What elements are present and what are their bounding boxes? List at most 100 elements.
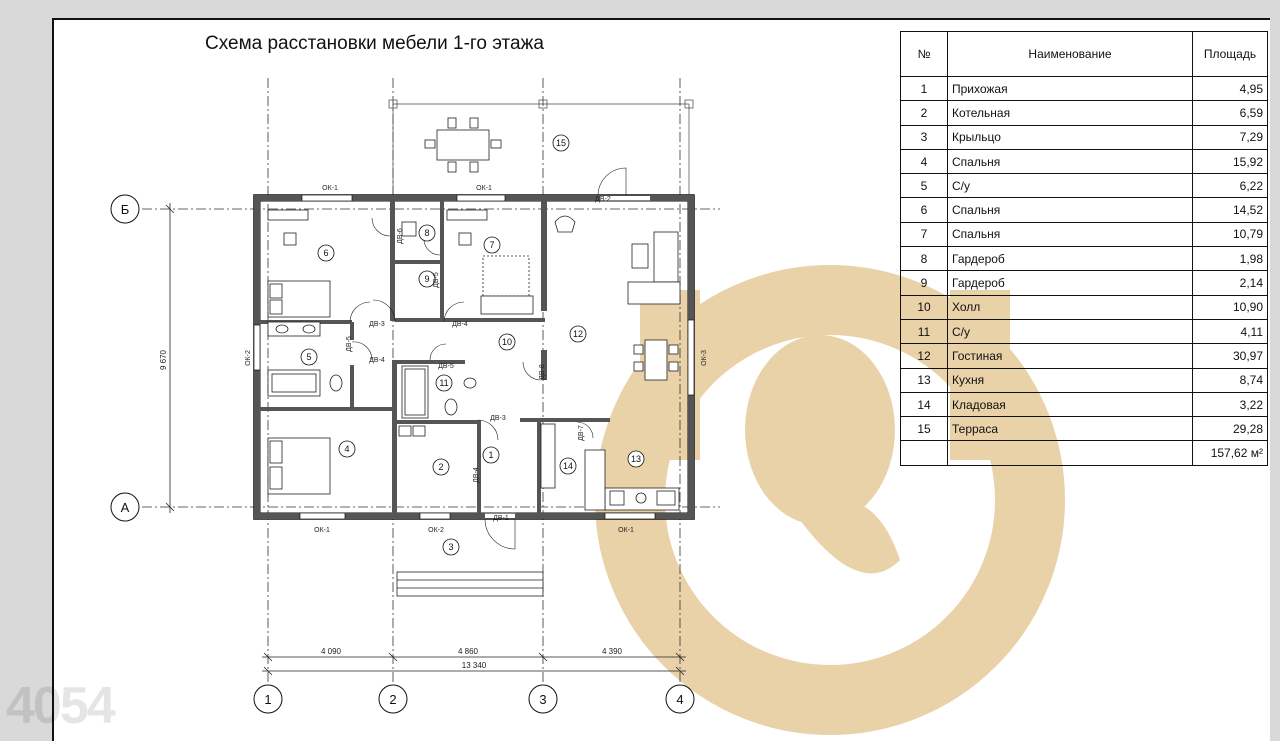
room-number-6: 6 <box>317 244 335 262</box>
room-name-cell: Прихожая <box>947 75 1193 102</box>
header-name: Наименование <box>947 31 1193 77</box>
room-number-9: 9 <box>418 270 436 288</box>
label-dv4-a: ДВ-4 <box>369 357 385 364</box>
room-area-cell: 14,52 <box>1192 197 1268 223</box>
room-number-4: 4 <box>338 440 356 458</box>
terrace-outline <box>388 99 694 195</box>
room-number-8: 8 <box>418 224 436 242</box>
windows <box>253 194 695 520</box>
room-area-cell: 6,59 <box>1192 100 1268 126</box>
svg-text:7: 7 <box>489 240 494 250</box>
label-ok3: ОК-3 <box>701 350 708 366</box>
label-dv2: ДВ-2 <box>595 196 611 203</box>
label-dv4-b: ДВ-4 <box>452 321 468 328</box>
room-number-cell: 6 <box>900 197 948 223</box>
furniture <box>267 209 681 597</box>
room-name-cell: С/у <box>947 173 1193 199</box>
room-number-cell: 14 <box>900 391 948 418</box>
room-number-cell: 10 <box>900 294 948 320</box>
total-area-cell: 157,62 м² <box>1192 440 1268 466</box>
room-name-cell: С/у <box>947 318 1193 345</box>
room-area-cell: 8,74 <box>1192 367 1268 393</box>
room-area-cell: 4,95 <box>1192 75 1268 102</box>
page-title: Схема расстановки мебели 1-го этажа <box>205 33 544 54</box>
room-number-10: 10 <box>498 333 516 351</box>
room-number-12: 12 <box>569 325 587 343</box>
room-name-cell: Кладовая <box>947 391 1193 418</box>
room-number-cell: 9 <box>900 270 948 296</box>
svg-text:4: 4 <box>344 444 349 454</box>
dim-2: 4 860 <box>458 647 479 656</box>
svg-text:6: 6 <box>323 248 328 258</box>
axis-bubble-3: 3 <box>528 684 558 714</box>
room-number-cell: 13 <box>900 367 948 393</box>
svg-text:1: 1 <box>264 692 271 707</box>
svg-text:3: 3 <box>539 692 546 707</box>
total-empty-cell <box>900 440 948 466</box>
room-area-cell: 6,22 <box>1192 173 1268 199</box>
svg-text:А: А <box>121 500 130 515</box>
room-name-cell: Гардероб <box>947 246 1193 272</box>
header-number: № <box>900 31 948 77</box>
room-area-cell: 3,22 <box>1192 391 1268 418</box>
svg-text:2: 2 <box>389 692 396 707</box>
svg-text:13: 13 <box>631 454 641 464</box>
room-number-cell: 12 <box>900 343 948 369</box>
label-dv1: ДВ-1 <box>493 515 509 522</box>
dim-height: 9 670 <box>159 349 168 370</box>
room-number-13: 13 <box>627 450 645 468</box>
room-number-cell: 11 <box>900 318 948 345</box>
room-number-cell: 3 <box>900 124 948 150</box>
svg-text:10: 10 <box>502 337 512 347</box>
room-name-cell: Котельная <box>947 100 1193 126</box>
interior-walls <box>260 201 610 513</box>
axis-bubble-4: 4 <box>665 684 695 714</box>
label-ok2-a: ОК-2 <box>245 350 252 366</box>
svg-text:Б: Б <box>121 202 130 217</box>
wall-fill <box>254 195 694 519</box>
room-area-cell: 10,90 <box>1192 294 1268 320</box>
room-number-cell: 1 <box>900 75 948 102</box>
svg-text:5: 5 <box>306 352 311 362</box>
room-name-cell: Кухня <box>947 367 1193 393</box>
room-name-cell: Гардероб <box>947 270 1193 296</box>
room-name-cell: Спальня <box>947 221 1193 248</box>
room-area-cell: 1,98 <box>1192 246 1268 272</box>
corner-watermark: 4054 <box>6 677 116 735</box>
label-ok2-b: ОК-2 <box>428 527 444 534</box>
svg-text:9: 9 <box>424 274 429 284</box>
label-dv4-c: ДВ-4 <box>473 467 480 483</box>
svg-text:15: 15 <box>556 138 566 148</box>
label-ok1-d: ОК-1 <box>618 527 634 534</box>
axis-bubble-a: А <box>110 492 140 522</box>
room-number-cell: 4 <box>900 148 948 175</box>
dim-3: 4 390 <box>602 647 623 656</box>
header-area: Площадь <box>1192 31 1268 77</box>
label-dv6: ДВ-6 <box>397 228 404 244</box>
room-number-cell: 5 <box>900 173 948 199</box>
room-name-cell: Спальня <box>947 148 1193 175</box>
room-area-cell: 29,28 <box>1192 416 1268 442</box>
label-dv5-c: ДВ-5 <box>346 336 353 352</box>
room-number-2: 2 <box>432 458 450 476</box>
table-total-row: 157,62 м² <box>900 440 1268 466</box>
total-empty-cell <box>947 440 1193 466</box>
room-number-15: 15 <box>552 134 570 152</box>
room-name-cell: Крыльцо <box>947 124 1193 150</box>
label-dv8: ДВ-8 <box>539 364 546 380</box>
room-area-cell: 15,92 <box>1192 148 1268 175</box>
label-ok1-c: ОК-1 <box>314 527 330 534</box>
label-ok1-a: ОК-1 <box>322 185 338 192</box>
label-dv3-a: ДВ-3 <box>369 321 385 328</box>
svg-text:3: 3 <box>448 542 453 552</box>
room-number-14: 14 <box>559 457 577 475</box>
svg-text:8: 8 <box>424 228 429 238</box>
room-name-cell: Холл <box>947 294 1193 320</box>
